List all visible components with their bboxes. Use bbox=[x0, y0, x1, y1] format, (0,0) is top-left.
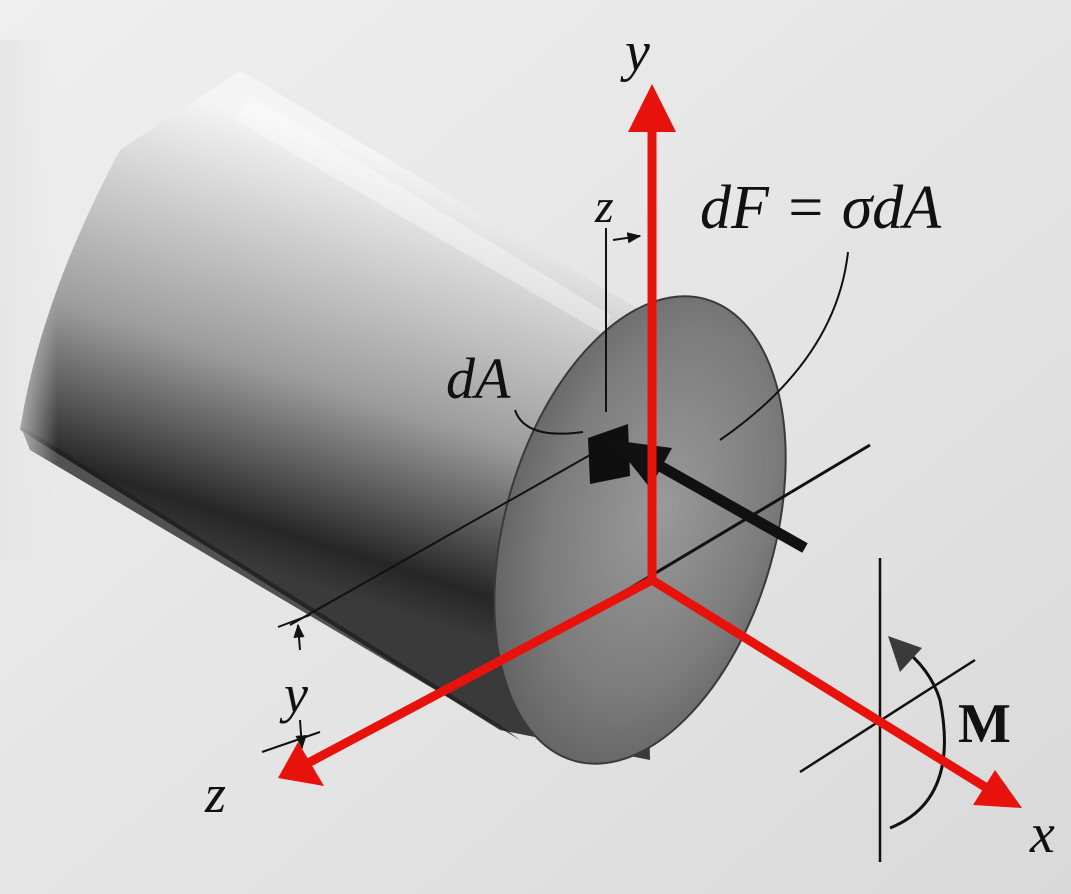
shaft bbox=[0, 40, 650, 760]
axis-z-arrowhead bbox=[278, 742, 324, 786]
moment-label: M bbox=[958, 693, 1011, 755]
force-equation-label: dF = σdA bbox=[700, 174, 942, 242]
force-leader bbox=[719, 251, 849, 441]
force-arrow bbox=[612, 440, 808, 553]
area-element-label: dA bbox=[446, 346, 511, 411]
axis-x-label: x bbox=[1029, 803, 1055, 865]
dimension-z-label: z bbox=[594, 180, 614, 233]
dimension-z bbox=[605, 228, 642, 412]
axis-x-arrow bbox=[647, 575, 995, 795]
moment-construction bbox=[799, 558, 976, 862]
dimension-y bbox=[261, 614, 321, 753]
axis-y-label: y bbox=[620, 21, 650, 83]
axis-z-arrow bbox=[305, 575, 657, 767]
area-element-da bbox=[588, 424, 630, 484]
moment-arrow bbox=[888, 636, 946, 830]
da-leader bbox=[514, 409, 584, 435]
axis-z-label: z bbox=[204, 764, 226, 824]
coordinate-axes bbox=[278, 84, 1022, 808]
dimension-line-y-extension bbox=[289, 454, 591, 626]
dimension-y-label: y bbox=[279, 664, 308, 724]
axis-y-arrowhead bbox=[628, 84, 676, 132]
shaft-end-face bbox=[493, 295, 787, 765]
axis-x-arrowhead bbox=[973, 770, 1022, 808]
